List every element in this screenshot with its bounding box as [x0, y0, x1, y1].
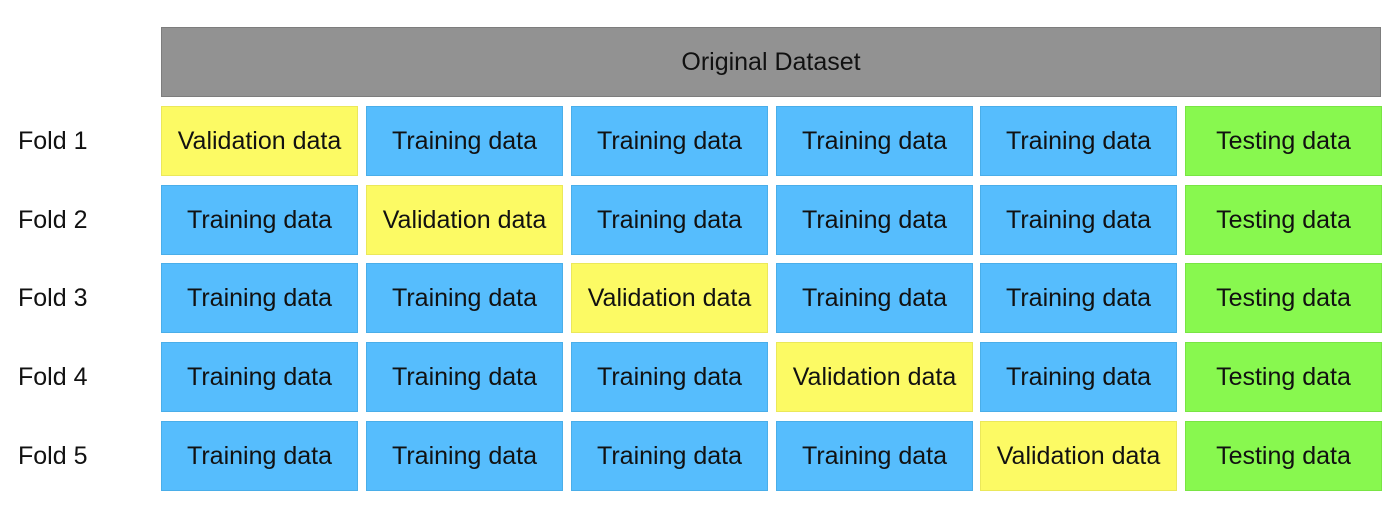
fold-label-1: Fold 1: [18, 126, 88, 155]
original-dataset-label: Original Dataset: [681, 47, 861, 76]
fold-5-cell-2: Training data: [366, 421, 563, 491]
original-dataset-header: Original Dataset: [161, 27, 1381, 97]
fold-label-5: Fold 5: [18, 441, 88, 470]
fold-5-cell-5: Validation data: [980, 421, 1177, 491]
fold-1-cell-1: Validation data: [161, 106, 358, 176]
fold-2-cell-6: Testing data: [1185, 185, 1382, 255]
fold-5-cell-3: Training data: [571, 421, 768, 491]
fold-label-4: Fold 4: [18, 362, 88, 391]
fold-2-cell-5: Training data: [980, 185, 1177, 255]
fold-1-cell-3: Training data: [571, 106, 768, 176]
fold-3-cell-4: Training data: [776, 263, 973, 333]
fold-2-cell-4: Training data: [776, 185, 973, 255]
fold-1-cell-4: Training data: [776, 106, 973, 176]
fold-1-cell-2: Training data: [366, 106, 563, 176]
fold-4-cell-2: Training data: [366, 342, 563, 412]
fold-label-2: Fold 2: [18, 205, 88, 234]
fold-5-cell-1: Training data: [161, 421, 358, 491]
fold-4-cell-5: Training data: [980, 342, 1177, 412]
fold-4-cell-1: Training data: [161, 342, 358, 412]
fold-4-cell-4: Validation data: [776, 342, 973, 412]
fold-3-cell-5: Training data: [980, 263, 1177, 333]
fold-2-cell-3: Training data: [571, 185, 768, 255]
fold-1-cell-5: Training data: [980, 106, 1177, 176]
fold-5-cell-6: Testing data: [1185, 421, 1382, 491]
fold-4-cell-6: Testing data: [1185, 342, 1382, 412]
fold-3-cell-1: Training data: [161, 263, 358, 333]
fold-label-3: Fold 3: [18, 283, 88, 312]
fold-2-cell-2: Validation data: [366, 185, 563, 255]
fold-4-cell-3: Training data: [571, 342, 768, 412]
fold-1-cell-6: Testing data: [1185, 106, 1382, 176]
fold-3-cell-6: Testing data: [1185, 263, 1382, 333]
fold-3-cell-3: Validation data: [571, 263, 768, 333]
fold-2-cell-1: Training data: [161, 185, 358, 255]
fold-3-cell-2: Training data: [366, 263, 563, 333]
fold-5-cell-4: Training data: [776, 421, 973, 491]
